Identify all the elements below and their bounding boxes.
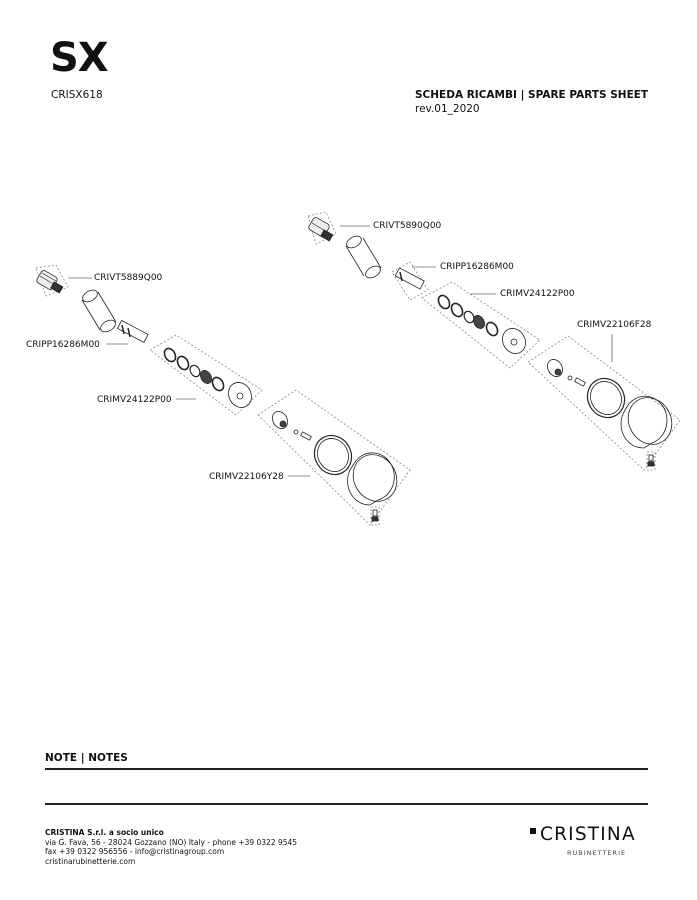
right-handle-kit-part (527, 335, 681, 471)
label-right-handle-kit: CRIMV22106F28 (577, 320, 652, 330)
label-right-extension: CRIPP16286M00 (440, 262, 514, 272)
left-extension-part (116, 319, 149, 343)
left-sleeve-part (81, 289, 117, 333)
company-fax-email: fax +39 0322 956556 - info@cristinagroup… (45, 847, 225, 856)
right-cartridge-part (307, 211, 337, 245)
notes-title: NOTE | NOTES (45, 752, 128, 764)
left-seal-kit-part (149, 334, 263, 416)
label-left-seal-kit: CRIMV24122P00 (97, 395, 172, 405)
cristina-logo: CRISTINA RUBINETTERIE (530, 824, 636, 857)
product-code: CRISX618 (51, 89, 103, 101)
company-website: cristinarubinetterie.com (45, 856, 136, 866)
label-left-cartridge: CRIVT5889Q00 (94, 273, 163, 283)
left-handle-kit-part (257, 389, 411, 526)
right-extension-part (391, 261, 429, 301)
company-name: CRISTINA S.r.l. a socio unico (45, 828, 164, 837)
label-right-seal-kit: CRIMV24122P00 (500, 289, 575, 299)
notes-rule-bottom (45, 803, 648, 805)
logo-square-icon (530, 828, 536, 835)
logo-name: CRISTINA (540, 824, 636, 845)
revision-label: rev.01_2020 (415, 103, 480, 115)
right-seal-kit-part (421, 281, 541, 369)
notes-rule-top (45, 768, 648, 770)
label-left-extension: CRIPP16286M00 (26, 340, 100, 350)
label-left-handle-kit: CRIMV22106Y28 (209, 472, 284, 482)
brand-title: SX (50, 35, 109, 81)
right-sleeve-part (345, 235, 382, 279)
company-address: via G. Fava, 56 - 28024 Gozzano (NO) Ita… (45, 837, 298, 847)
label-right-cartridge: CRIVT5890Q00 (373, 221, 442, 231)
company-info: CRISTINA S.r.l. a socio unico via G. Fav… (45, 828, 297, 866)
left-cartridge-part (35, 264, 69, 297)
sheet-title: SCHEDA RICAMBI | SPARE PARTS SHEET (415, 89, 649, 101)
logo-subtitle: RUBINETTERIE (567, 848, 627, 857)
